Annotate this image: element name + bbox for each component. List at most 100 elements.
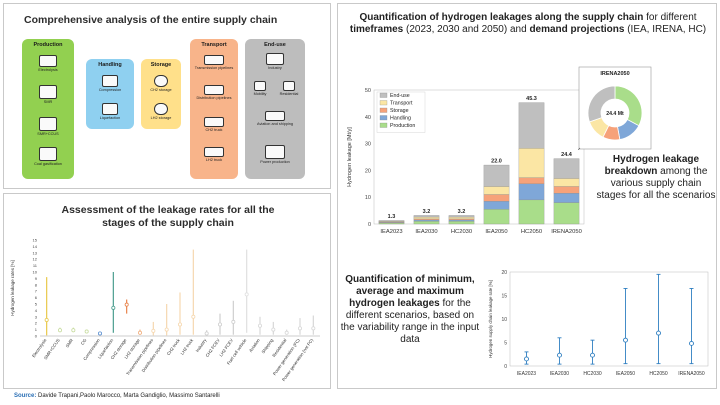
- bar-xtick-label: HC2030: [451, 229, 472, 235]
- rates-point: [164, 327, 169, 332]
- donut-connector: [578, 147, 581, 150]
- bar-total-label: 3.2: [423, 209, 431, 215]
- bar-xtick-label: HC2050: [521, 229, 542, 235]
- rates-point: [58, 328, 63, 333]
- bar-segment-storage: [518, 177, 545, 184]
- donut-center-label: 24.4 Mt: [606, 111, 624, 117]
- rates-xtick-label: Aviation: [248, 337, 261, 353]
- bar-legend-label: Production: [390, 123, 415, 129]
- bar-ytick-label: 20: [365, 168, 371, 174]
- bar-segment-storage: [448, 218, 475, 221]
- lh2-truck-icon: [204, 147, 224, 157]
- bar-ytick-label: 0: [368, 222, 371, 228]
- rates-ytick-label: 8: [35, 282, 38, 287]
- bar-segment-handling: [518, 183, 545, 201]
- bar-total-label: 3.2: [458, 209, 466, 215]
- bar-legend-swatch: [379, 115, 388, 121]
- rates-point: [257, 323, 262, 328]
- rates-point: [217, 322, 222, 327]
- rates-xtick-label: Industry: [195, 337, 208, 353]
- range-ytick-label: 15: [501, 293, 507, 299]
- pipeline-icon: [204, 55, 224, 65]
- range-plot-frame: [509, 271, 709, 367]
- range-avg-point: [557, 352, 562, 358]
- range-ytick-label: 5: [504, 340, 507, 346]
- coal-gasifier-icon: [39, 147, 57, 161]
- section-handling: Handling Compression Liquefaction: [86, 59, 134, 129]
- bar-segment-end-use: [553, 158, 580, 179]
- bar-legend-label: Transport: [390, 101, 413, 107]
- bar-segment-handling: [413, 219, 440, 222]
- item-transmission-pipelines: Transmission pipelines: [193, 55, 235, 70]
- rates-ytick-label: 1: [35, 327, 38, 332]
- bar-segment-end-use: [483, 164, 510, 187]
- supply-chain-title: Comprehensive analysis of the entire sup…: [24, 14, 278, 26]
- bar-total-label: 45.3: [526, 96, 537, 102]
- rates-ytick-label: 6: [35, 295, 38, 300]
- item-coal-gasification: Coal gasification: [28, 147, 68, 166]
- rates-point: [111, 305, 116, 310]
- bar-segment-production: [448, 221, 475, 225]
- item-ch2-truck: CH2 truck: [193, 117, 235, 132]
- airplane-ship-icon: [265, 111, 285, 121]
- range-avg-point: [689, 340, 694, 346]
- fuel-pump-icon: [254, 81, 266, 91]
- bar-segment-handling: [483, 201, 510, 210]
- bar-legend-swatch: [379, 122, 388, 128]
- item-compression: Compression: [90, 75, 130, 92]
- range-xtick-label: IRENA2050: [678, 371, 705, 377]
- rates-ytick-label: 2: [35, 321, 38, 326]
- smr-plant-icon: [39, 85, 57, 99]
- rates-point: [177, 322, 182, 327]
- leakage-rates-title: Assessment of the leakage rates for all …: [61, 204, 275, 229]
- compressor-icon: [102, 75, 118, 87]
- section-storage-label: Storage: [150, 62, 172, 68]
- range-xtick-label: HC2050: [649, 371, 668, 377]
- rates-point: [84, 329, 89, 334]
- range-ytick-label: 0: [504, 364, 507, 370]
- bar-segment-production: [413, 221, 440, 225]
- rates-ytick-label: 10: [33, 270, 38, 275]
- ch2-tank-icon: [154, 75, 168, 87]
- item-smr-ccus: SMR+CCUS: [28, 117, 68, 136]
- item-aviation-shipping: Aviation and shipping: [251, 111, 299, 126]
- rates-point: [311, 326, 316, 331]
- bar-segment-production: [378, 222, 405, 225]
- rates-xtick-label: SMR: [65, 338, 75, 349]
- power-tower-icon: [265, 145, 285, 159]
- bar-total-label: 22.0: [491, 159, 502, 165]
- bar-segment-transport: [448, 216, 475, 220]
- rates-point: [44, 318, 49, 323]
- bar-segment-transport: [483, 186, 510, 195]
- item-electrolysis: Electrolysis: [28, 55, 68, 72]
- bar-total-label: 1.3: [388, 214, 396, 220]
- item-lh2-truck: LH2 truck: [193, 147, 235, 162]
- item-liquefaction: Liquefaction: [90, 103, 130, 120]
- bar-xtick-label: IEA2030: [415, 229, 437, 235]
- bar-segment-end-use: [413, 215, 440, 218]
- bar-total-label: 24.4: [561, 152, 573, 158]
- item-distribution-pipelines: Distribution pipelines: [193, 85, 235, 100]
- quantification-panel: Quantification of hydrogen leakages alon…: [337, 3, 717, 389]
- rates-ytick-label: 14: [33, 244, 38, 249]
- rates-point: [151, 328, 156, 333]
- rates-point: [271, 327, 276, 332]
- bar-legend-label: End-use: [390, 93, 410, 99]
- rates-point: [98, 331, 103, 336]
- rates-point: [71, 328, 76, 333]
- item-lh2-storage: LH2 storage: [143, 103, 179, 120]
- range-ytick-label: 20: [501, 270, 507, 276]
- rates-ytick-label: 7: [35, 289, 38, 294]
- rates-ytick-label: 9: [35, 276, 38, 281]
- bar-y-axis-label: Hydrogen leakage [Mt/y]: [347, 127, 353, 187]
- bar-segment-production: [518, 199, 545, 225]
- bar-segment-transport: [413, 216, 440, 220]
- leakage-rates-panel: Assessment of the leakage rates for all …: [3, 193, 331, 389]
- bar-legend-swatch: [379, 92, 388, 98]
- rates-point: [231, 319, 236, 324]
- section-transport-label: Transport: [201, 42, 227, 48]
- bar-segment-end-use: [518, 102, 545, 149]
- range-avg-point: [524, 356, 529, 362]
